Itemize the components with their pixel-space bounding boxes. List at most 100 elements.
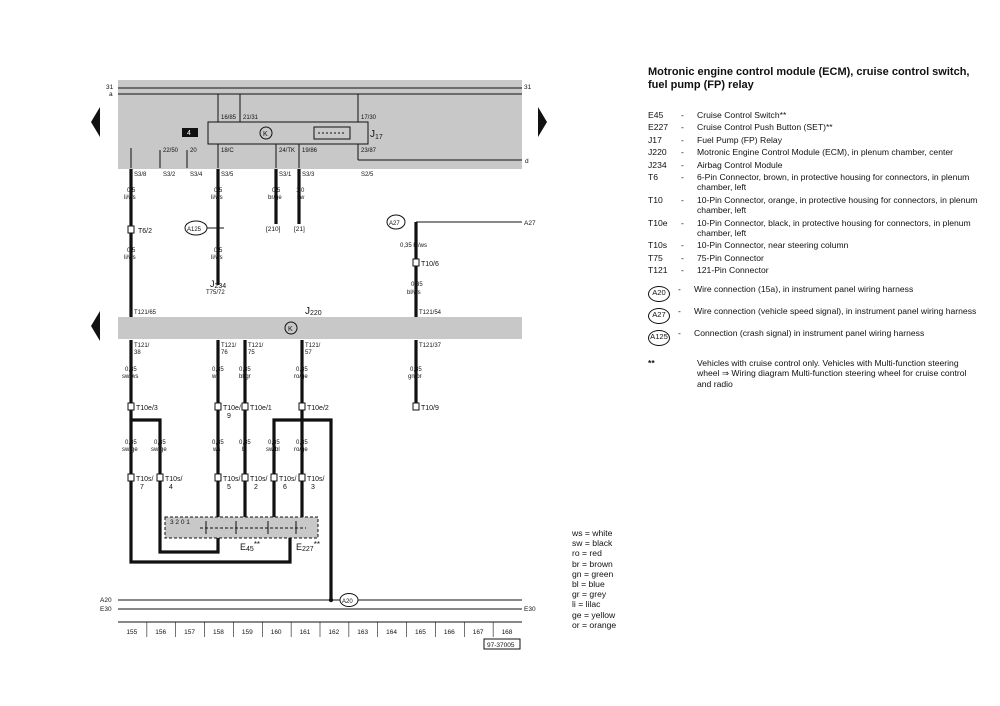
low-color-4: bl [242, 447, 247, 453]
wire-size-3: 0,5 [272, 188, 281, 194]
low-color-5: sw/bl [266, 447, 280, 453]
connection-text: Wire connection (vehicle speed signal), … [694, 305, 977, 316]
mid-size-1: 0,35 [125, 367, 137, 373]
color-key-entry: or = orange [572, 619, 617, 630]
a20-label: A20 [342, 599, 353, 605]
track-number: 163 [357, 629, 368, 636]
t10s-5a: T10s/ [223, 476, 241, 483]
component-code: J17 [648, 134, 662, 145]
color-key-entry: br = brown [572, 558, 613, 569]
t6-2-label: T6/2 [138, 228, 152, 235]
prev-page-arrow-icon-lower[interactable] [91, 311, 100, 341]
e227-label: E227** [296, 540, 320, 553]
dash: - [681, 217, 684, 228]
mid-size-3: 0,35 [239, 367, 251, 373]
track-number: 167 [473, 629, 484, 636]
low-color-2: sw/ge [151, 447, 167, 453]
prev-page-arrow-icon[interactable] [91, 107, 100, 137]
ecm-symbol [284, 321, 298, 335]
j234-label: J234 [210, 279, 226, 290]
low-size-3: 0,35 [212, 440, 224, 446]
fuse-relay-panel [118, 80, 522, 169]
term-s3-8: S3/8 [134, 172, 147, 178]
wiring-diagram: 31 a 31 K J17 4 16/85 21/31 17/30 18/C 2… [100, 80, 536, 650]
ecm-pin-38b: 38 [134, 350, 141, 356]
j234-pin: T75/72 [206, 290, 225, 296]
connection-text: Wire connection (15a), in instrument pan… [694, 283, 914, 294]
wire-size-2: 0,5 [214, 188, 223, 194]
term-s2-5: S2/5 [361, 172, 374, 178]
component-row: T121-121-Pin Connector [648, 265, 978, 275]
mid-color-2: ws [211, 374, 219, 380]
fuse-4-badge [182, 128, 198, 137]
low-size-1: 0,35 [125, 440, 137, 446]
component-text: Fuel Pump (FP) Relay [697, 134, 783, 145]
d-label: d [525, 158, 529, 165]
t10-6-label: T10/6 [421, 261, 439, 268]
ecm-pin-76a: T121/ [221, 343, 237, 349]
low-color-6: ro/ge [294, 447, 308, 453]
relay-term-24-tk: 24/TK [279, 148, 295, 154]
component-code: T6 [648, 172, 659, 183]
dash: - [678, 327, 681, 338]
relay-symbol [259, 126, 273, 140]
t10s-2a: T10s/ [250, 476, 268, 483]
relay-term-21-31: 21/31 [243, 115, 259, 121]
a125-label: A125 [187, 227, 202, 233]
t10e-3: T10e/3 [136, 405, 158, 412]
note-row: ** Vehicles with cruise control only. Ve… [648, 358, 978, 389]
dash: - [681, 147, 684, 158]
ref-21: [21] [294, 226, 305, 233]
term-s3-5: S3/5 [221, 172, 234, 178]
dash: - [678, 283, 681, 294]
t10s-5b: 5 [227, 484, 231, 491]
dash: - [681, 122, 684, 133]
relay-term-16-85: 16/85 [221, 115, 237, 121]
component-text: 121-Pin Connector [697, 265, 769, 276]
ecm-pin-37: T121/37 [419, 343, 442, 349]
a125-connection [184, 220, 208, 236]
component-row: E45-Cruise Control Switch** [648, 110, 978, 120]
low-color-3: ws [212, 447, 220, 453]
track-number: 159 [242, 629, 253, 636]
component-code: T10 [648, 194, 663, 205]
connection-row: A20-Wire connection (15a), in instrument… [648, 284, 978, 302]
legend-panel: Motronic engine control module (ECM), cr… [648, 66, 978, 391]
e30-right-label: E30 [524, 606, 536, 613]
term-s3-4: S3/4 [190, 172, 203, 178]
mid-color-5: gn/br [408, 374, 422, 380]
t10e-9a: T10e/ [223, 405, 241, 412]
color-key-entry: gn = green [572, 568, 614, 579]
component-row: T6-6-Pin Connector, brown, in protective… [648, 172, 978, 193]
color-key-entry: ro = red [572, 548, 602, 559]
ecm-pin-38a: T121/ [134, 343, 150, 349]
ecm-symbol-k: K [288, 326, 293, 333]
fuse-term-20: 20 [190, 148, 197, 154]
t10s-4b: 4 [169, 484, 173, 491]
component-row: J17-Fuel Pump (FP) Relay [648, 135, 978, 145]
ref-210: [210] [266, 226, 281, 233]
mid-size-2: 0,35 [212, 367, 224, 373]
t10s-3a: T10s/ [307, 476, 325, 483]
a27-wire-color-2: bl/ws [407, 290, 421, 296]
component-code: E45 [648, 110, 664, 120]
figure-id: 97-37005 [487, 642, 515, 649]
component-text: Cruise Control Push Button (SET)** [697, 122, 833, 133]
track-number: 158 [213, 629, 224, 636]
relay-term-18-c: 18/C [221, 148, 234, 154]
wire-size-1: 0,5 [127, 188, 136, 194]
t10s-6a: T10s/ [279, 476, 297, 483]
next-page-arrow-icon[interactable] [538, 107, 547, 137]
band-label-a: a [109, 91, 113, 98]
connection-text: Connection (crash signal) in instrument … [694, 327, 925, 338]
legend-title: Motronic engine control module (ECM), cr… [648, 66, 970, 91]
connection-circle: A27 [648, 307, 670, 324]
left-wire-color-lower: li/ws [124, 255, 136, 261]
ecm-name: J220 [305, 306, 322, 317]
component-row: T75-75-Pin Connector [648, 253, 978, 263]
wire-color-4: sw [297, 195, 305, 201]
ecm-pin-54: T121/54 [419, 310, 442, 316]
color-key-entry: sw = black [572, 538, 613, 549]
track-number: 161 [300, 629, 311, 636]
